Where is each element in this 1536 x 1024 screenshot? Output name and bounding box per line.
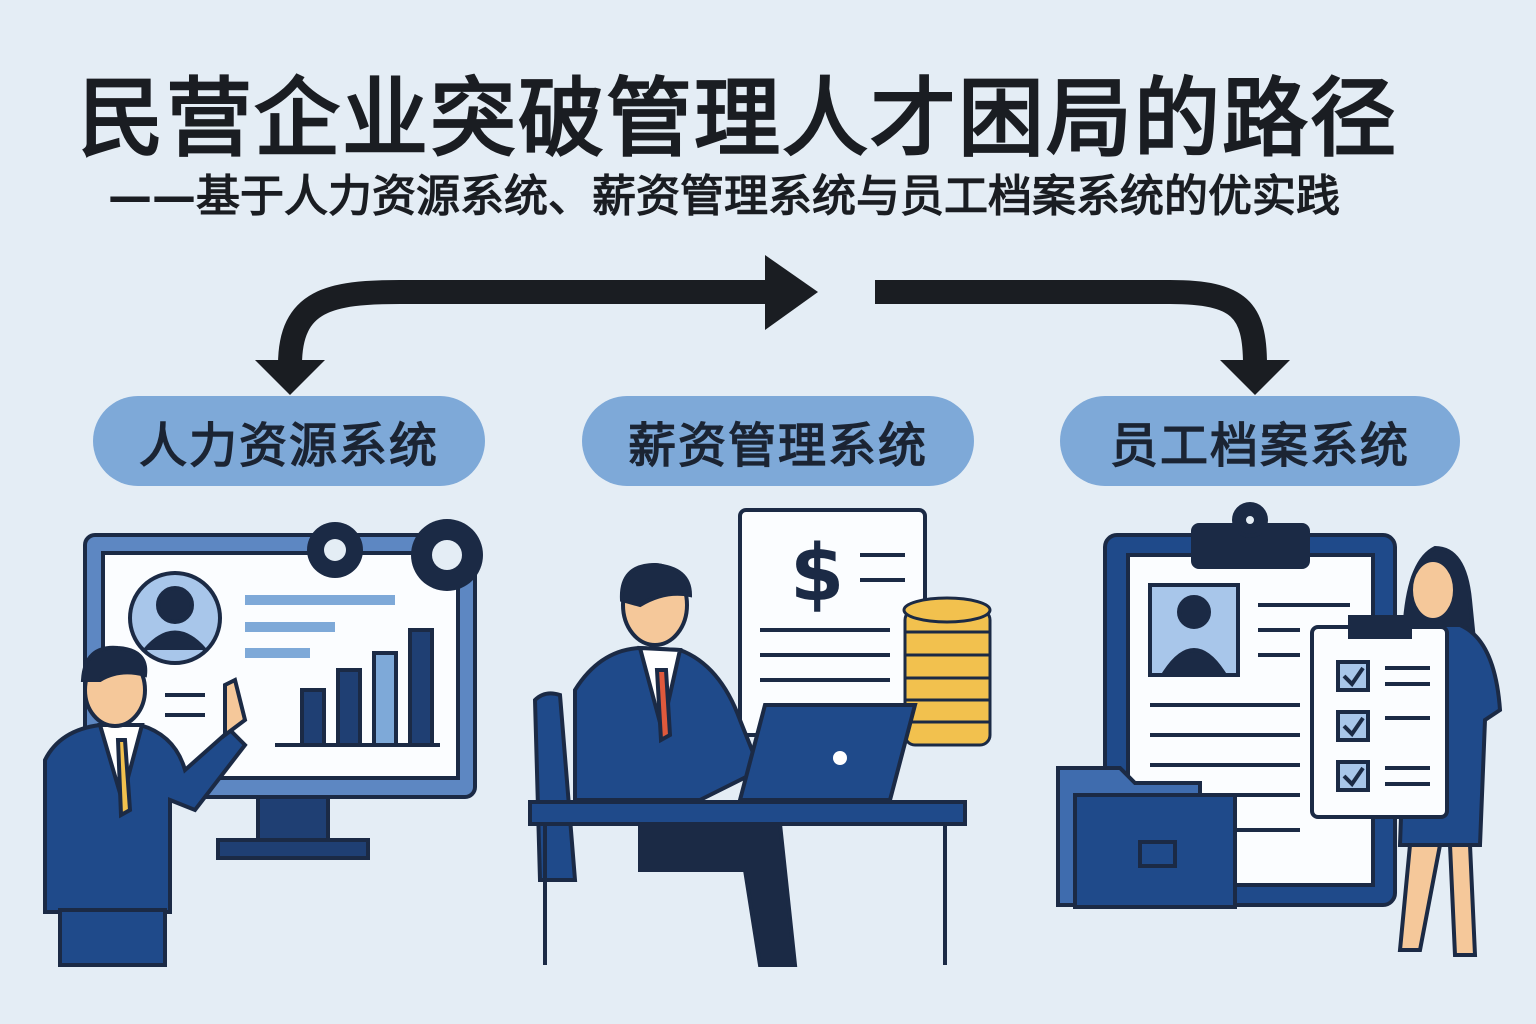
payslip-document-icon: $: [738, 508, 927, 737]
system-pill-employee-records: 员工档案系统: [1060, 396, 1460, 486]
arrowhead-down-icon: [1220, 360, 1290, 395]
coin-stack-icon: [902, 596, 992, 747]
arrowhead-down-icon: [255, 360, 325, 395]
folder-icon: [1056, 766, 1237, 909]
checklist-woman-icon: [1310, 545, 1503, 957]
page-subtitle: ——基于人力资源系统、薪资管理系统与员工档案系统的优实践: [108, 171, 1340, 222]
gear-icon: [307, 519, 483, 591]
desk-worker-icon: [528, 562, 967, 967]
flow-arrow-left: [278, 280, 770, 366]
system-pill-hr: 人力资源系统: [93, 396, 485, 486]
flow-arrow-right: [875, 280, 1267, 366]
page-title: 民营企业突破管理人才困局的路径: [78, 69, 1398, 169]
arrowhead-right-icon: [765, 255, 818, 330]
presenter-man-icon: [43, 645, 248, 967]
system-pill-payroll: 薪资管理系统: [582, 396, 974, 486]
svg-text:$: $: [790, 529, 844, 619]
